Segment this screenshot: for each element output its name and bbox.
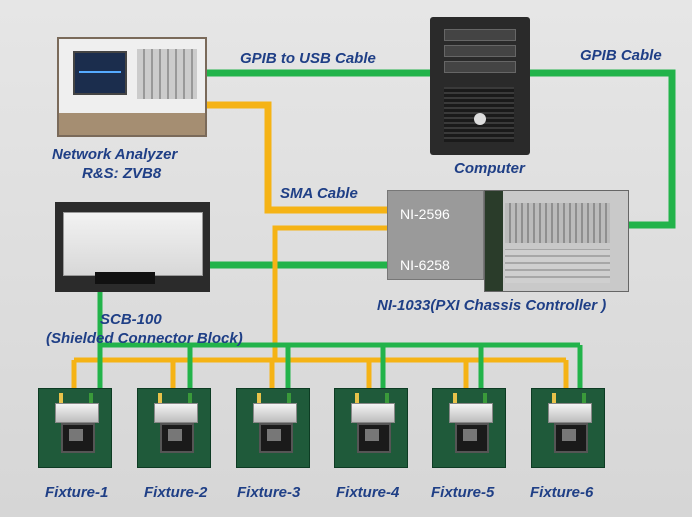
chassis-vent: [505, 249, 610, 283]
chassis-side: [485, 191, 503, 291]
dc-connector: [582, 393, 586, 407]
fixture-label: Fixture-1: [45, 484, 109, 501]
sma-connector: [453, 393, 457, 407]
ni-1033-label: NI-1033(PXI Chassis Controller ): [377, 297, 607, 314]
drive-bay: [444, 61, 516, 73]
fixture-label: Fixture-4: [336, 484, 400, 501]
fixture-plate: [154, 403, 198, 423]
fixture-label: Fixture-5: [431, 484, 495, 501]
network-analyzer-label: Network Analyzer: [52, 146, 178, 163]
sma-cable: [207, 101, 387, 214]
computer-label: Computer: [454, 160, 525, 177]
fixture-clamp: [455, 423, 489, 453]
fixture-image: [334, 388, 408, 468]
fixture-label: Fixture-2: [144, 484, 208, 501]
sma-cable-label: SMA Cable: [280, 185, 358, 202]
pxi-chassis-image: [484, 190, 629, 292]
device-under-test: [69, 429, 83, 441]
scb-100-label: SCB-100: [100, 311, 162, 328]
sma-connector: [355, 393, 359, 407]
sma-connector: [59, 393, 63, 407]
device-under-test: [562, 429, 576, 441]
ni2596-fixture-cable: [272, 225, 387, 360]
connector-block-box: [63, 212, 203, 276]
dc-connector: [89, 393, 93, 407]
network-analyzer-image: [57, 37, 207, 137]
network-analyzer-model-label: R&S: ZVB8: [82, 165, 162, 182]
fixture-label: Fixture-3: [237, 484, 301, 501]
drive-bay: [444, 45, 516, 57]
ni-6258-label: NI-6258: [400, 257, 450, 273]
device-under-test: [267, 429, 281, 441]
fixture-plate: [55, 403, 99, 423]
gpib-usb-cable-label: GPIB to USB Cable: [240, 50, 376, 67]
orange-fixture-drops: [71, 360, 569, 392]
fixture-plate: [253, 403, 297, 423]
scb-100-description-label: (Shielded Connector Block): [46, 330, 243, 347]
dc-connector: [287, 393, 291, 407]
dc-connector: [483, 393, 487, 407]
device-under-test: [365, 429, 379, 441]
power-button-icon: [474, 113, 486, 125]
fixture-image: [432, 388, 506, 468]
analyzer-screen: [73, 51, 127, 95]
dc-connector: [385, 393, 389, 407]
chassis-vent: [505, 203, 610, 243]
computer-tower-image: [430, 17, 530, 155]
ni-module-panel: [387, 190, 484, 280]
analyzer-bench: [59, 113, 205, 135]
fixture-plate: [351, 403, 395, 423]
sma-connector: [257, 393, 261, 407]
connector-strip: [95, 272, 155, 284]
ni-2596-label: NI-2596: [400, 206, 450, 222]
fixture-image: [38, 388, 112, 468]
fixture-image: [236, 388, 310, 468]
green-fixture-drops: [97, 345, 583, 392]
device-under-test: [168, 429, 182, 441]
fixture-plate: [548, 403, 592, 423]
device-under-test: [463, 429, 477, 441]
fixture-image: [137, 388, 211, 468]
fixture-plate: [449, 403, 493, 423]
analyzer-controls: [137, 49, 197, 99]
drive-bay: [444, 29, 516, 41]
gpib-cable: [530, 69, 676, 229]
sma-connector: [552, 393, 556, 407]
gpib-cable-label: GPIB Cable: [580, 47, 662, 64]
dc-connector: [188, 393, 192, 407]
sma-connector: [158, 393, 162, 407]
scb-100-image: [55, 202, 210, 292]
fixture-label: Fixture-6: [530, 484, 594, 501]
fixture-image: [531, 388, 605, 468]
